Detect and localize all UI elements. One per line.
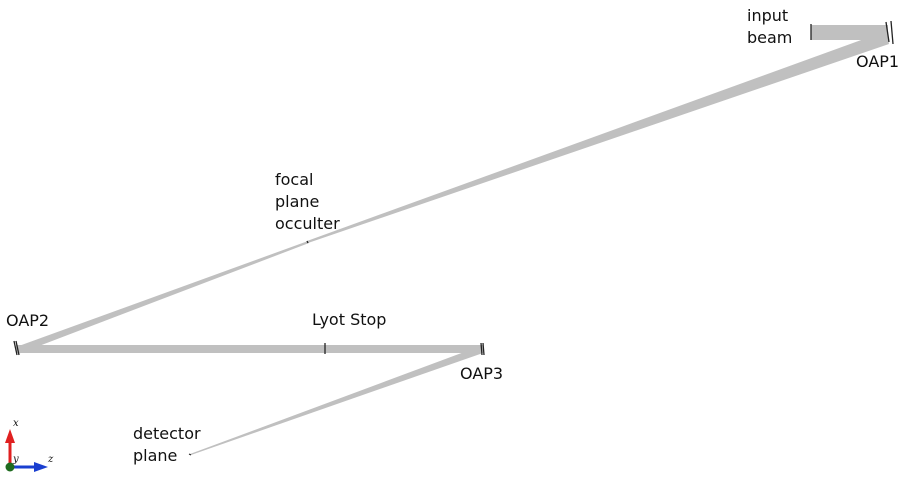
z-axis-arrow-head — [34, 462, 48, 472]
y-axis-label: y — [12, 454, 19, 465]
beam-occulter-to-oap2 — [16, 241, 309, 354]
axis-triad: x y z — [5, 418, 54, 472]
beam-oap3-to-detector — [190, 345, 483, 455]
beam-oap2-to-oap3 — [16, 345, 483, 353]
labels: input beam OAP1 focal plane occulter OAP… — [6, 6, 899, 465]
x-axis-arrow-head — [5, 429, 15, 443]
beam-oap1-to-occulter — [307, 31, 889, 243]
oap2-mirror — [13, 340, 20, 356]
x-axis-label: x — [13, 418, 19, 429]
occulter-element — [306, 240, 309, 244]
oap1-label: OAP1 — [856, 52, 899, 71]
optics — [13, 20, 894, 456]
z-axis-label: z — [47, 454, 54, 465]
occulter-label: focal plane occulter — [275, 170, 340, 233]
detector-plane-element — [188, 453, 192, 456]
lyot-stop-label: Lyot Stop — [312, 310, 386, 329]
oap3-mirror — [480, 342, 485, 356]
input-beam-label: input beam — [747, 6, 793, 47]
oap1-mirror — [885, 20, 894, 45]
axis-origin-dot — [5, 462, 15, 472]
beam-input-to-oap1 — [811, 25, 888, 40]
oap2-label: OAP2 — [6, 311, 49, 330]
oap3-label: OAP3 — [460, 364, 503, 383]
beam-paths — [16, 25, 889, 455]
detector-plane-label: detector plane — [133, 424, 206, 465]
